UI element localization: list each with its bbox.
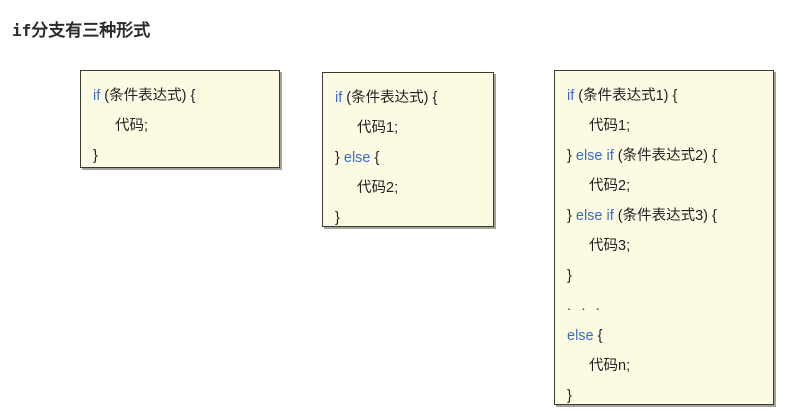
code-keyword: if	[335, 90, 343, 106]
code-text: (条件表达式3) {	[613, 208, 717, 224]
code-text: }	[567, 148, 576, 164]
code-text: 代码2;	[357, 180, 399, 196]
code-line: } else if (条件表达式3) {	[567, 201, 761, 231]
code-keyword: else if	[575, 148, 614, 164]
code-text: 代码1;	[357, 120, 399, 136]
code-text: 代码2;	[589, 178, 631, 194]
code-text: {	[593, 328, 603, 344]
code-line: if (条件表达式) {	[93, 81, 267, 111]
code-line: if (条件表达式1) {	[567, 81, 761, 111]
code-keyword: else	[343, 150, 371, 166]
code-text: }	[567, 268, 572, 284]
code-line: }	[93, 141, 267, 171]
code-text: (条件表达式) {	[100, 88, 196, 104]
code-text: (条件表达式2) {	[613, 148, 717, 164]
code-text: }	[567, 208, 576, 224]
code-line: 代码2;	[567, 171, 761, 201]
page-title: if分支有三种形式	[12, 16, 150, 41]
code-line: } else if (条件表达式2) {	[567, 141, 761, 171]
code-box-else-if-chain: if (条件表达式1) {代码1;} else if (条件表达式2) {代码2…	[554, 70, 774, 405]
code-ellipsis: . . .	[567, 297, 603, 314]
code-line: }	[567, 261, 761, 291]
code-text: }	[567, 388, 572, 404]
code-keyword: else if	[575, 208, 614, 224]
code-text: 代码n;	[589, 358, 631, 374]
code-keyword: else	[567, 328, 594, 344]
page-title-keyword: if	[12, 21, 32, 40]
code-text: }	[93, 148, 98, 164]
code-line: . . .	[567, 291, 761, 321]
code-line: }	[567, 381, 761, 411]
code-line: 代码3;	[567, 231, 761, 261]
code-line: 代码1;	[335, 113, 481, 143]
code-text: 代码;	[115, 118, 149, 134]
code-line: } else {	[335, 143, 481, 173]
code-line: 代码2;	[335, 173, 481, 203]
code-line: }	[335, 203, 481, 233]
code-line: else {	[567, 321, 761, 351]
code-line: 代码;	[93, 111, 267, 141]
code-text: }	[335, 210, 340, 226]
code-text: 代码1;	[589, 118, 631, 134]
code-text: {	[370, 150, 380, 166]
code-line: if (条件表达式) {	[335, 83, 481, 113]
code-box-if-else: if (条件表达式) {代码1;} else {代码2;}	[322, 72, 494, 227]
code-keyword: if	[567, 88, 575, 104]
code-line: 代码n;	[567, 351, 761, 381]
page-title-rest: 分支有三种形式	[31, 21, 151, 40]
code-line: 代码1;	[567, 111, 761, 141]
code-text: }	[335, 150, 344, 166]
code-box-simple-if: if (条件表达式) { 代码;}	[80, 70, 280, 168]
code-text: 代码3;	[589, 238, 631, 254]
code-text: (条件表达式) {	[342, 90, 438, 106]
code-keyword: if	[93, 88, 101, 104]
code-text: (条件表达式1) {	[574, 88, 678, 104]
